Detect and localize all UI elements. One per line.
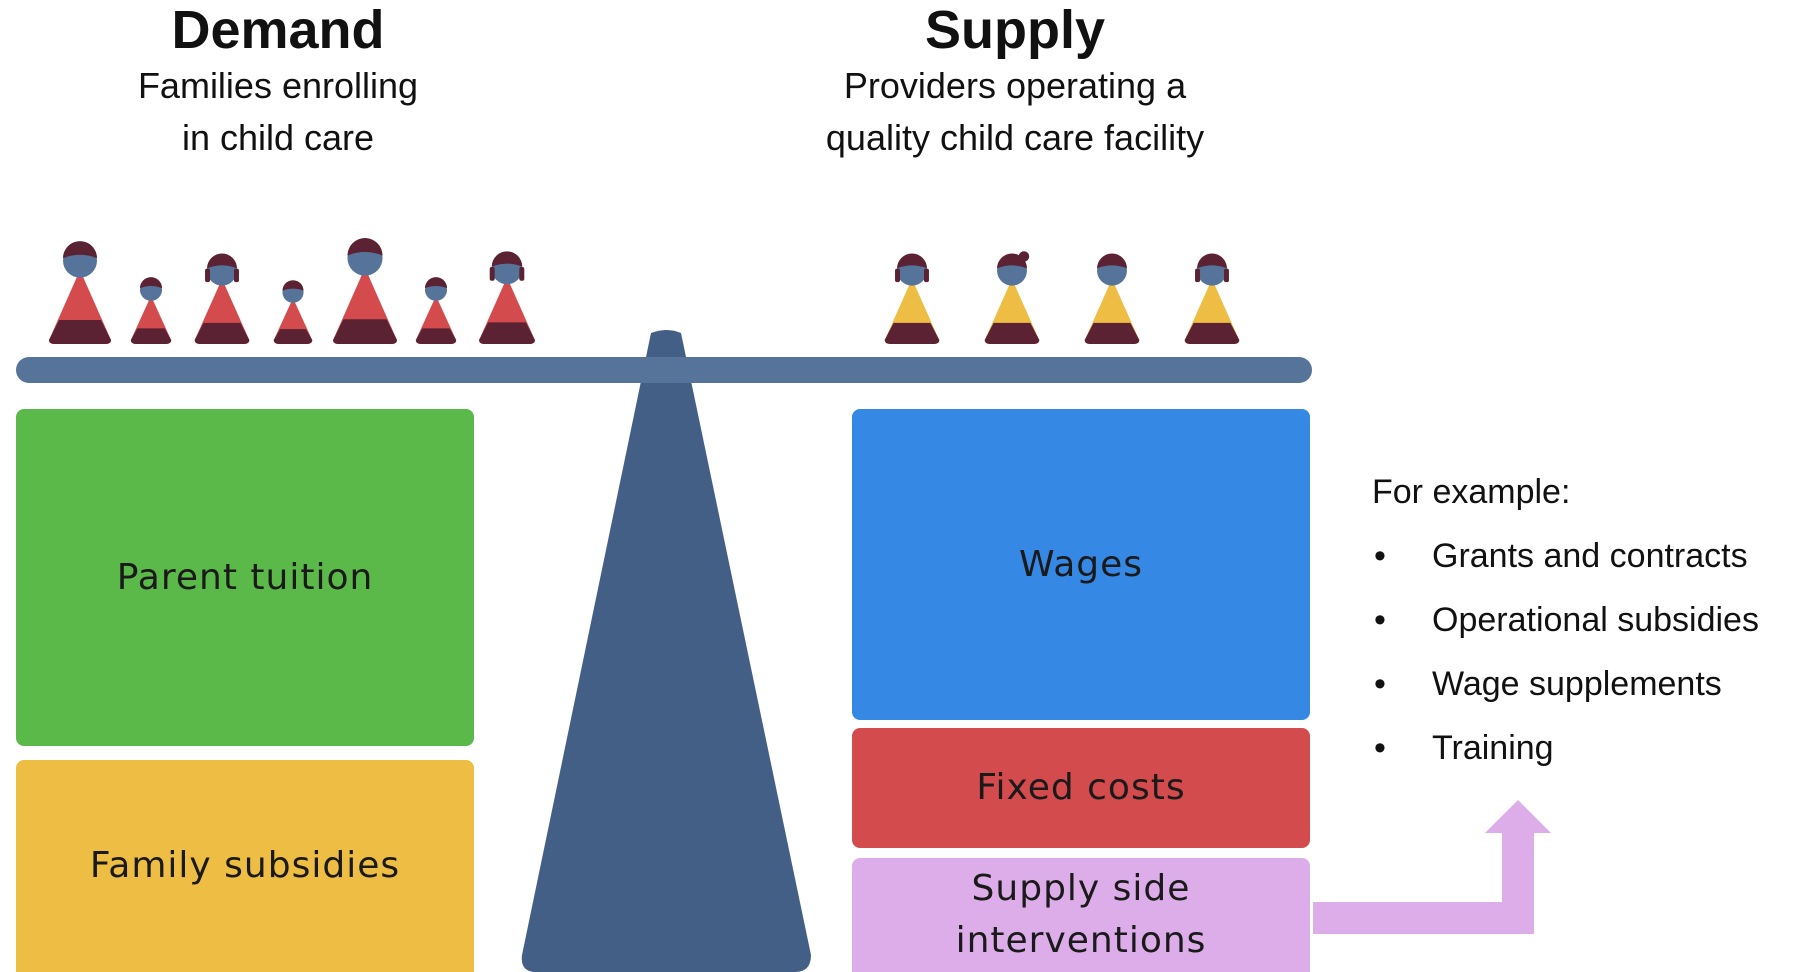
bullet-icon: • [1374, 537, 1386, 575]
adult-icon [194, 253, 250, 344]
child-icon [273, 280, 313, 344]
family-figures [49, 238, 535, 344]
demand-heading: Demand Families enrolling in child care [98, 0, 458, 164]
examples-item-label: Wage supplements [1432, 665, 1722, 703]
fixed-costs-label: Fixed costs [976, 767, 1186, 808]
provider-icon [1084, 253, 1140, 344]
provider-icon [984, 251, 1040, 344]
child-icon [130, 277, 172, 344]
demand-subtitle-line1: Families enrolling [137, 65, 419, 106]
provider-icon [884, 253, 940, 344]
demand-subtitle-line2: in child care [181, 117, 375, 158]
family-subsidies-block: Family subsidies [16, 760, 474, 972]
parent-tuition-label: Parent tuition [116, 556, 374, 598]
bullet-icon: • [1374, 729, 1386, 767]
adult-icon [333, 238, 397, 344]
wages-label: Wages [1018, 543, 1144, 585]
bullet-icon: • [1374, 665, 1386, 703]
arrow-up-icon [1313, 800, 1551, 934]
wages-block: Wages [852, 409, 1310, 720]
examples-item-label: Grants and contracts [1432, 537, 1748, 575]
adult-icon [479, 251, 535, 344]
fixed-costs-block: Fixed costs [852, 728, 1310, 848]
examples-list-item: • Wage supplements [1372, 658, 1759, 710]
supply-side-label-line2: interventions [955, 920, 1207, 961]
scale-beam [16, 357, 1312, 383]
supply-side-interventions-block: Supply side interventions [852, 858, 1310, 972]
provider-figures [884, 251, 1240, 344]
child-icon [415, 277, 457, 344]
supply-subtitle-line2: quality child care facility [825, 117, 1205, 158]
bullet-icon: • [1374, 601, 1386, 639]
examples-list-item: • Training [1372, 722, 1759, 774]
adult-icon [49, 241, 111, 344]
supply-subtitle-line1: Providers operating a [843, 65, 1187, 106]
examples-list-item: • Operational subsidies [1372, 594, 1759, 646]
supply-side-label-line1: Supply side [971, 868, 1191, 909]
family-subsidies-label: Family subsidies [89, 845, 401, 886]
supply-title: Supply [924, 0, 1105, 60]
examples-item-label: Operational subsidies [1432, 601, 1759, 639]
demand-title: Demand [171, 0, 385, 60]
examples-panel: For example: • Grants and contracts • Op… [1372, 466, 1759, 786]
parent-tuition-block: Parent tuition [16, 409, 474, 746]
examples-heading: For example: [1372, 473, 1571, 511]
examples-item-label: Training [1432, 729, 1554, 767]
fulcrum [521, 330, 811, 972]
examples-list: • Grants and contracts • Operational sub… [1372, 530, 1759, 774]
supply-heading: Supply Providers operating a quality chi… [775, 0, 1255, 164]
examples-list-item: • Grants and contracts [1372, 530, 1759, 582]
provider-icon [1184, 253, 1240, 344]
